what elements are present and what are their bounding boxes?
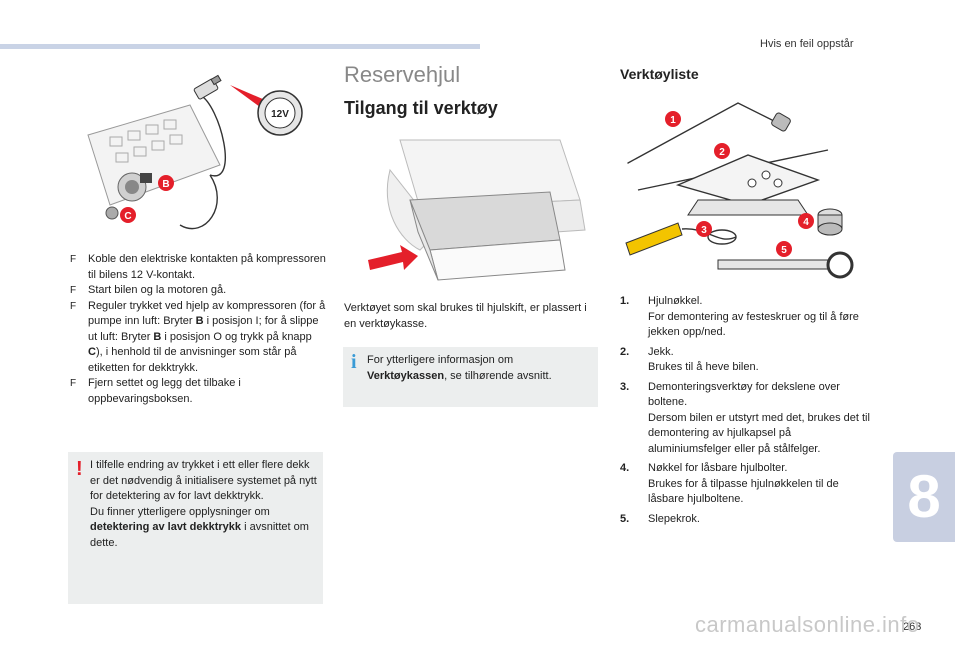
- section-heading: Tilgang til verktøy: [344, 98, 498, 118]
- warning-text-bold: detektering av lavt dekktrykk: [90, 521, 242, 533]
- tow-hook-icon: [717, 251, 854, 279]
- bullet-marker: F: [70, 254, 77, 265]
- warning-paragraph: I tilfelle endring av trykket i ett elle…: [90, 459, 317, 502]
- tools-illustration: 1 2 3 4 5: [625, 102, 854, 279]
- badge-5-label: 5: [781, 245, 787, 256]
- badge-5: [776, 241, 792, 257]
- badge-3-label: 3: [701, 225, 707, 236]
- tools-list: 1. Hjulnøkkel. For demontering av festeskr…: [620, 294, 870, 531]
- chapter-tab: 8: [893, 452, 955, 542]
- list-item: 3. Demonteringsverktøy for dekslene over …: [620, 380, 870, 458]
- badge-b: [158, 175, 174, 191]
- tools-heading: Verktøyliste: [620, 66, 699, 82]
- instruction-bold: B: [153, 330, 162, 343]
- list-item: 5. Slepekrok.: [620, 512, 870, 528]
- section-title: Hvis en feil oppstår: [760, 38, 854, 50]
- page-title: Reservehjul: [344, 62, 461, 87]
- instruction-text: Reguler trykket ved hjelp av kompressore…: [88, 299, 326, 328]
- instruction-text: Koble den elektriske kontakten på kompre…: [88, 253, 326, 281]
- item-title: Jekk.: [648, 345, 674, 358]
- plug-icon: [193, 74, 222, 100]
- badge-b-label: B: [162, 179, 169, 190]
- item-description: For demontering av festeskruer og til å …: [648, 310, 859, 339]
- instruction-item: F Koble den elektriske kontakten på kompr…: [70, 252, 328, 283]
- instruction-item: F Start bilen og la motoren gå.: [70, 283, 328, 299]
- instruction-list: F Koble den elektriske kontakten på kompr…: [70, 252, 328, 407]
- seat-toolbox-illustration: [368, 139, 586, 281]
- warning-paragraph: Du finner ytterligere opplysninger om de…: [90, 505, 317, 552]
- header-bar: [0, 44, 480, 49]
- compressor-illustration: 12V B C: [70, 65, 330, 245]
- body-paragraph: Verktøyet som skal brukes til hjulskift,…: [344, 302, 587, 330]
- list-item: 4. Nøkkel for låsbare hjulbolter. Brukes f…: [620, 461, 870, 508]
- badge-2-label: 2: [719, 147, 725, 158]
- instruction-text: i posisjon O og trykk på knapp: [161, 330, 312, 343]
- badge-4-label: 4: [803, 217, 809, 228]
- badge-1: [665, 111, 681, 127]
- bullet-marker: F: [70, 300, 77, 312]
- badge-4: [798, 213, 814, 229]
- jack-icon: [637, 149, 829, 216]
- item-description: Dersom bilen er utstyrt med det, brukes …: [648, 411, 870, 455]
- list-item: 2. Jekk. Brukes til å heve bilen.: [620, 345, 870, 376]
- socket-label: 12V: [271, 109, 289, 120]
- switch-b: [140, 173, 152, 183]
- watermark: carmanualsonline.info: [695, 612, 920, 637]
- instruction-bold: C: [88, 346, 96, 358]
- item-title: Nøkkel for låsbare hjulbolter.: [648, 462, 788, 474]
- arrow-icon: [368, 245, 418, 270]
- item-title: Hjulnøkkel.: [648, 295, 703, 307]
- instruction-text: Fjern settet og legg det tilbake i oppbe…: [88, 377, 241, 405]
- info-text: For ytterligere informasjon om Verktøyka…: [367, 353, 592, 384]
- badge-c: [120, 207, 136, 223]
- item-title: Slepekrok.: [648, 512, 700, 525]
- item-number: 1.: [620, 295, 630, 307]
- item-number: 5.: [620, 512, 630, 525]
- warning-box: ! I tilfelle endring av trykket i ett el…: [68, 452, 323, 604]
- instruction-text: Start bilen og la motoren gå.: [88, 284, 227, 296]
- badge-2: [714, 143, 730, 159]
- wheel-wrench-icon: [627, 102, 791, 164]
- item-number: 3.: [620, 380, 630, 393]
- info-box: i For ytterligere informasjon om Verktøy…: [343, 347, 598, 407]
- instruction-text: ), i henhold til de anvisninger som står…: [88, 346, 297, 374]
- instruction-item: F Reguler trykket ved hjelp av kompressor…: [70, 299, 328, 377]
- info-text-part: , se tilhørende avsnitt.: [444, 369, 552, 382]
- instruction-bold: B: [195, 315, 204, 327]
- warning-text: I tilfelle endring av trykket i ett elle…: [90, 458, 317, 551]
- info-icon: i: [351, 351, 357, 373]
- info-text-part: For ytterligere informasjon om: [367, 354, 514, 366]
- lock-key-icon: [817, 208, 843, 236]
- list-item: 1. Hjulnøkkel. For demontering av festeskr…: [620, 294, 870, 341]
- badge-1-label: 1: [670, 115, 676, 126]
- item-number: 4.: [620, 462, 630, 474]
- bullet-marker: F: [70, 285, 77, 296]
- badge-c-label: C: [124, 211, 131, 222]
- warning-text-part: Du finner ytterligere opplysninger om: [90, 505, 270, 518]
- warning-text-part: i avsnittet om dette.: [90, 521, 309, 549]
- bullet-marker: F: [70, 378, 77, 389]
- instruction-text: i posisjon I; for å slippe ut luft: Bryt…: [88, 315, 319, 343]
- info-text-bold: Verktøykassen: [367, 369, 445, 382]
- instruction-item: F Fjern settet og legg det tilbake i oppb…: [70, 376, 328, 407]
- demounting-tool-icon: [625, 222, 737, 256]
- item-number: 2.: [620, 345, 630, 358]
- item-description: Brukes for å tilpasse hjulnøkkelen til d…: [648, 477, 839, 506]
- item-title: Demonteringsverktøy for dekslene over bo…: [648, 380, 840, 409]
- badge-3: [696, 221, 712, 237]
- page-number: 263: [903, 621, 922, 633]
- item-description: Brukes til å heve bilen.: [648, 361, 759, 373]
- warning-icon: !: [76, 458, 83, 480]
